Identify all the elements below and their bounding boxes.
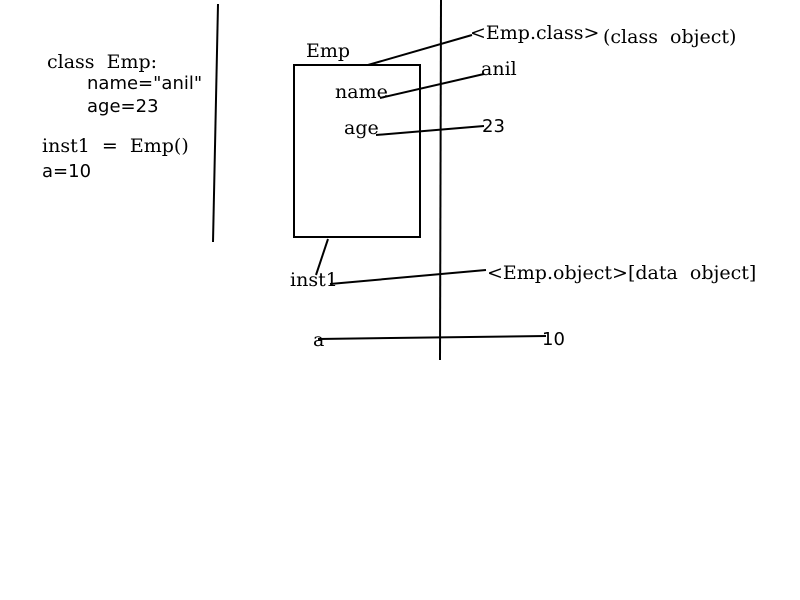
- a-to-10-arrow: [317, 335, 547, 340]
- class-object-note: (class object): [603, 26, 737, 48]
- emp-box: [293, 64, 421, 238]
- object-reference: <Emp.object>[data object]: [487, 262, 757, 284]
- name-to-anil-arrow: [379, 73, 485, 99]
- name-value: anil: [481, 58, 517, 80]
- class-box-attr-name: name: [335, 81, 388, 103]
- code-line-a: a=10: [42, 161, 92, 182]
- left-divider-line: [212, 3, 219, 243]
- right-divider-line: [439, 0, 442, 361]
- age-to-23-arrow: [375, 125, 485, 136]
- class-box-attr-age: age: [344, 117, 379, 139]
- inst1-to-object-arrow: [329, 269, 487, 285]
- class-reference: <Emp.class>: [470, 22, 600, 44]
- box-to-inst1-line: [315, 238, 329, 276]
- class-box-title: Emp: [306, 40, 351, 62]
- code-line-name: name="anil": [87, 73, 203, 94]
- age-value: 23: [482, 116, 505, 137]
- code-line-age: age=23: [87, 96, 159, 117]
- instance-label: inst1: [290, 269, 338, 291]
- code-line-instance: inst1 = Emp(): [42, 135, 189, 157]
- a-value: 10: [542, 329, 565, 350]
- emp-to-class-arrow: [367, 34, 473, 66]
- variable-label: a: [313, 329, 325, 351]
- code-line-class: class Emp:: [47, 51, 158, 73]
